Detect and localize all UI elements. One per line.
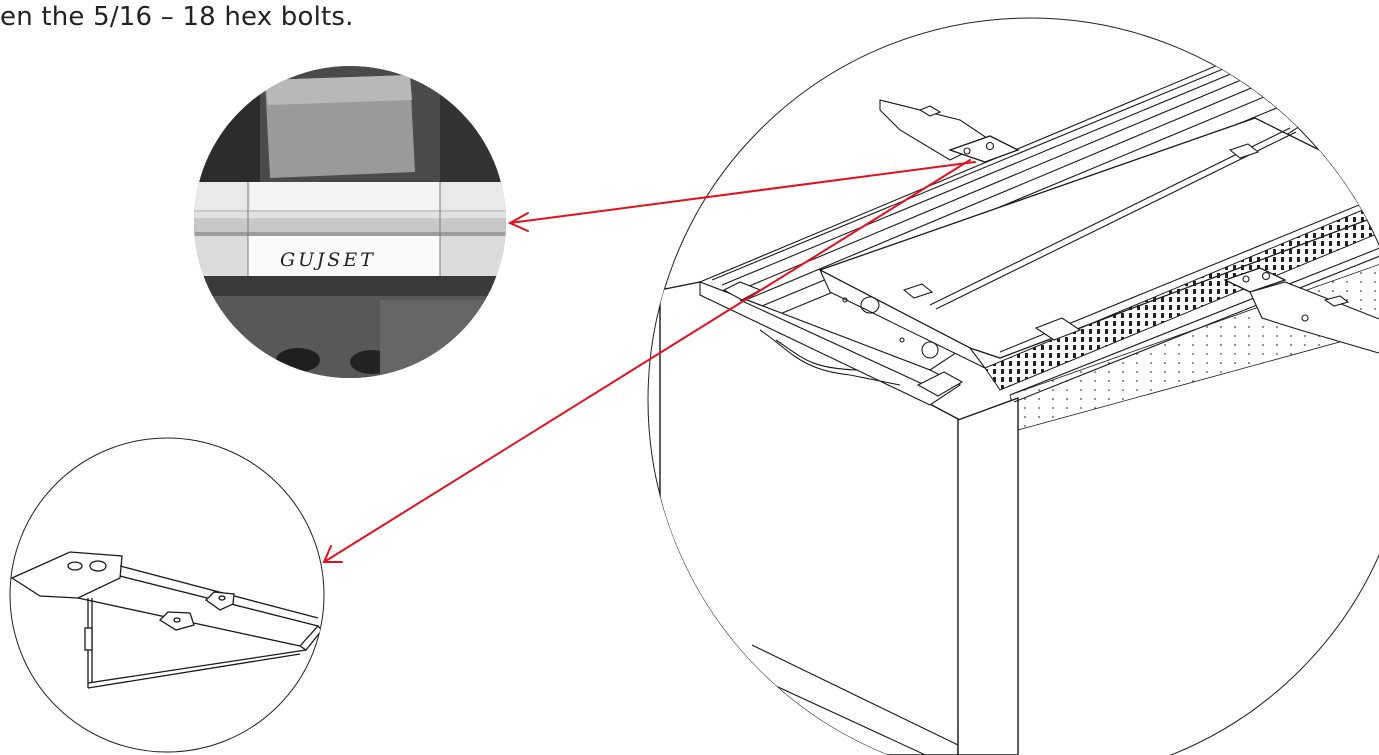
gusset-detail-drawing xyxy=(10,551,323,689)
arrow-to-detail xyxy=(323,159,971,563)
callout-arrows xyxy=(322,159,976,563)
photo-inset xyxy=(194,66,506,378)
detail-inset-border xyxy=(9,437,325,753)
gusset-handwritten-label: GUJSET xyxy=(280,249,376,271)
instruction-text: en the 5/16 – 18 hex bolts. xyxy=(0,2,354,32)
frame-isometric-view xyxy=(659,59,1379,755)
arrowhead-photo xyxy=(507,212,529,232)
arrow-to-photo xyxy=(509,161,976,224)
main-view-border xyxy=(647,17,1379,755)
arrowhead-detail xyxy=(322,545,343,563)
